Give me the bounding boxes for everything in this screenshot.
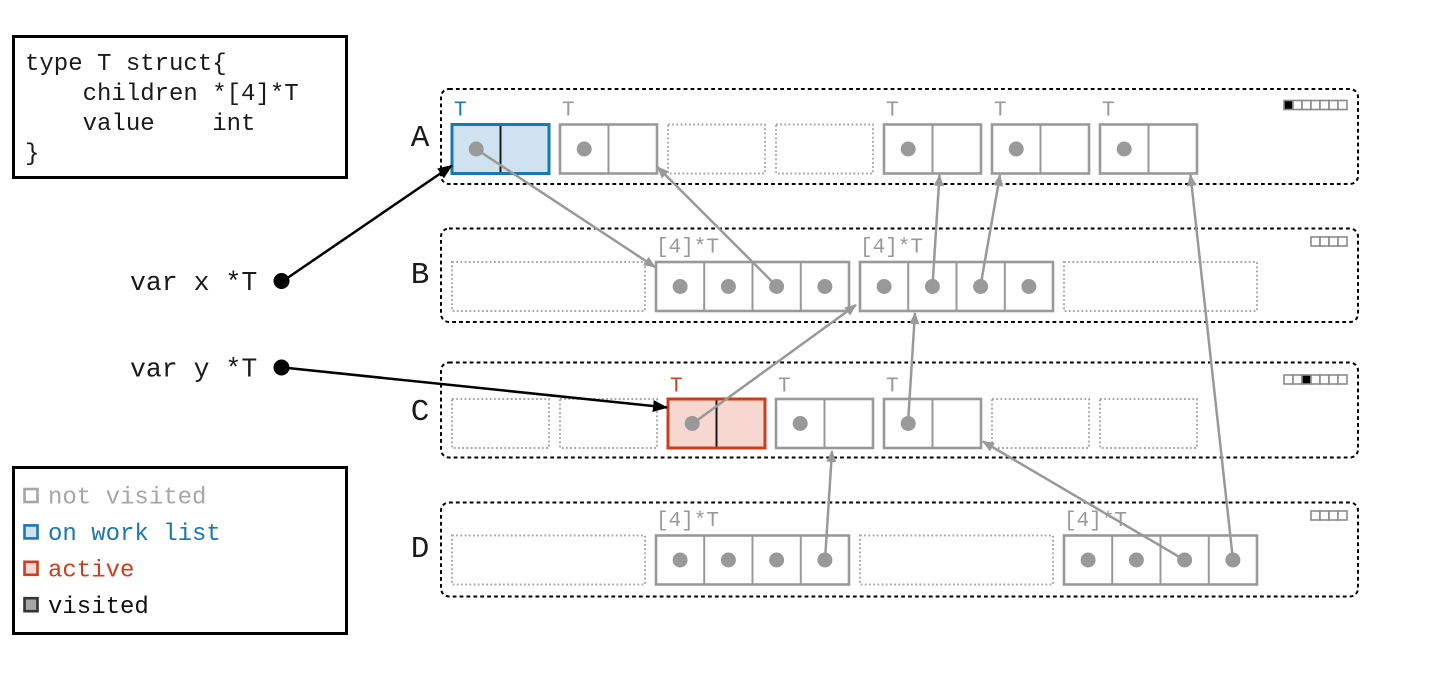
svg-text:T: T <box>562 100 575 123</box>
svg-text:children *[4]*T: children *[4]*T <box>25 81 299 108</box>
svg-text:[4]*T: [4]*T <box>656 237 719 260</box>
svg-text:value int: value int <box>25 111 255 138</box>
svg-text:var y *T: var y *T <box>130 355 257 385</box>
svg-text:[4]*T: [4]*T <box>656 510 719 533</box>
svg-text:active: active <box>48 558 134 585</box>
svg-text:not visited: not visited <box>48 485 206 512</box>
svg-text:C: C <box>411 395 430 430</box>
svg-text:[4]*T: [4]*T <box>860 237 923 260</box>
svg-text:T: T <box>1102 100 1115 123</box>
svg-text:visited: visited <box>48 594 149 621</box>
svg-text:T: T <box>454 100 467 123</box>
svg-text:T: T <box>670 376 683 399</box>
svg-text:A: A <box>411 121 430 156</box>
svg-text:T: T <box>886 100 899 123</box>
svg-text:T: T <box>778 376 791 399</box>
svg-text:var x *T: var x *T <box>130 268 257 298</box>
svg-text:D: D <box>411 532 430 567</box>
svg-text:}: } <box>25 141 39 168</box>
svg-text:T: T <box>886 376 899 399</box>
svg-text:T: T <box>994 100 1007 123</box>
svg-text:B: B <box>411 258 430 293</box>
svg-text:type T struct{: type T struct{ <box>25 51 227 78</box>
svg-text:on work list: on work list <box>48 521 221 548</box>
